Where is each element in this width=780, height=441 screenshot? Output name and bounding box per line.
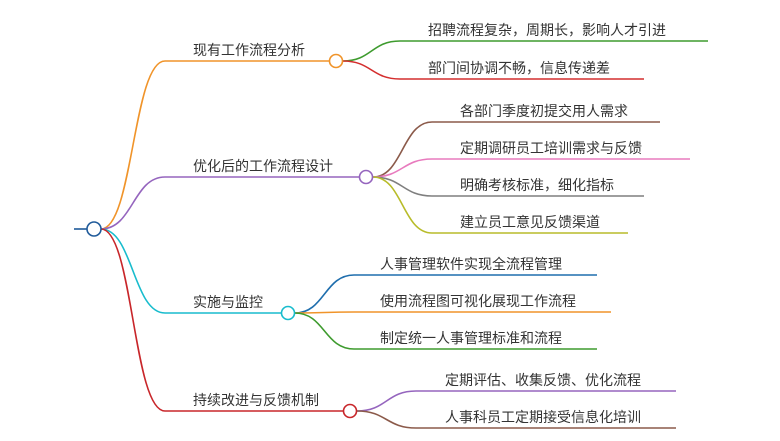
leaf-connector [342,40,401,62]
leaf-label: 人事科员工定期接受信息化培训 [445,409,641,426]
leaf-label: 各部门季度初提交用人需求 [460,103,628,120]
leaf-connector [372,176,433,234]
leaf-connector [356,410,417,429]
leaf-connector [372,158,433,178]
branch-connector [100,228,166,314]
leaf-label: 招聘流程复杂，周期长，影响人才引进 [428,22,666,39]
leaf-label: 制定统一人事管理标准和流程 [380,331,562,347]
branch-label: 实施与监控 [193,295,263,311]
branch-node[interactable] [342,403,358,419]
mindmap-edges [74,40,708,429]
leaf-connector [342,60,401,80]
leaf-label: 使用流程图可视化展现工作流程 [380,293,576,310]
root-node[interactable] [86,221,102,237]
leaf-label: 定期评估、收集反馈、优化流程 [445,372,641,389]
leaf-label: 部门间协调不畅，信息传递差 [428,60,610,77]
branch-label: 现有工作流程分析 [193,43,305,59]
branch-label: 持续改进与反馈机制 [193,392,319,409]
leaf-label: 建立员工意见反馈渠道 [460,214,600,231]
branch-node[interactable] [280,305,296,321]
leaf-connector [372,121,433,178]
branch-connector [100,228,166,412]
leaf-label: 明确考核标准，细化指标 [460,178,614,194]
leaf-connector [356,390,417,412]
branch-connector [100,60,166,230]
mindmap-nodes: 现有工作流程分析 招聘流程复杂，周期长，影响人才引进部门间协调不畅，信息传递差优化… [86,22,666,426]
leaf-label: 定期调研员工培训需求与反馈 [460,141,642,157]
branch-connector [100,176,166,230]
branch-node[interactable] [328,53,344,69]
leaf-label: 人事管理软件实现全流程管理 [380,256,562,273]
leaf-connector [294,274,355,314]
branch-label: 优化后的工作流程设计 [193,159,333,175]
branch-node[interactable] [358,169,374,185]
leaf-connector [294,312,355,350]
